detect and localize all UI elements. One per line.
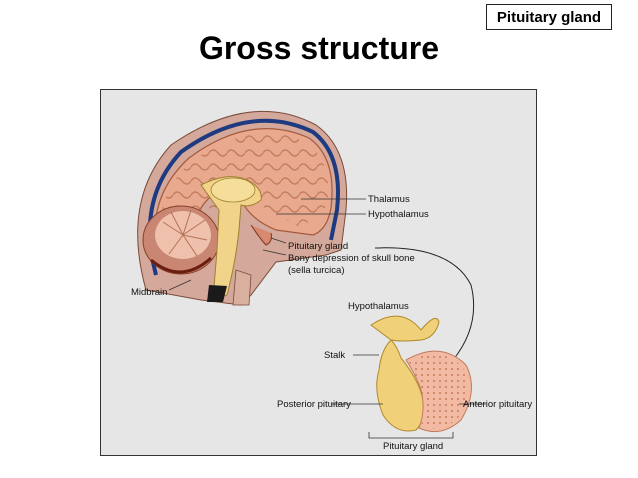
slide-title: Gross structure [198,30,440,66]
brainstem [200,176,262,301]
label-pituitary-gland-bottom: Pituitary gland [383,441,444,452]
arrow-curve [374,247,475,361]
label-midbrain: Midbrain [131,287,168,298]
label-anterior-pituitary: Anterior pituitary [463,399,533,410]
pituitary-detail [370,315,472,433]
label-posterior-pituitary: Posterior pituitary [277,399,351,410]
pituitary-diagram [137,110,486,439]
diagram-panel: Thalamus Hypothalamus Pituitary gland Bo… [100,89,537,456]
label-pituitary-gland: Pituitary gland [288,241,349,252]
label-bony-depression: Bony depression of skull bone [288,253,415,264]
label-stalk: Stalk [324,350,346,361]
label-hypothalamus-top: Hypothalamus [368,209,429,220]
label-thalamus: Thalamus [368,194,410,205]
label-sella-turcica: (sella turcica) [288,265,345,276]
label-hypothalamus-detail: Hypothalamus [348,301,409,312]
cerebellum [142,205,220,275]
slide-tag: Pituitary gland [486,4,612,30]
